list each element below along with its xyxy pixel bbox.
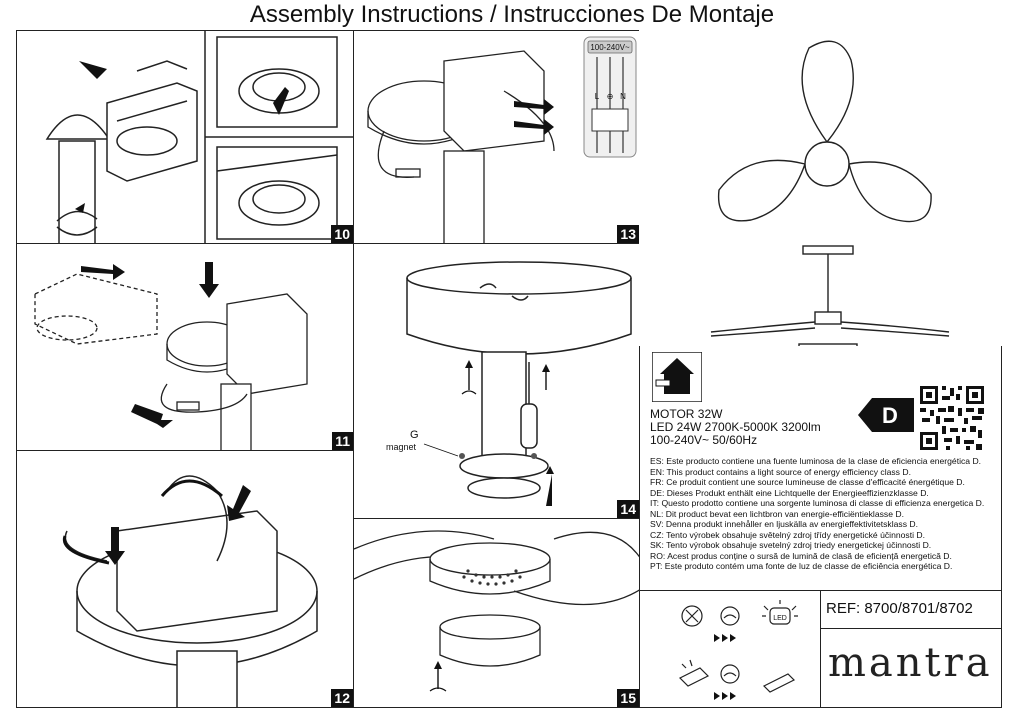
qr-code[interactable]: [918, 384, 986, 452]
energy-statement-it: IT: Questo prodotto contiene una sorgent…: [650, 498, 985, 508]
step-11-panel: 11: [16, 243, 354, 451]
step-14-illustration: G magnet: [386, 261, 632, 506]
brand-logo: mantra: [828, 640, 993, 686]
footer-vertical-divider: [820, 590, 821, 708]
step-10-illustration: [45, 31, 353, 243]
energy-statement-nl: NL: Dit product bevat een lichtbron van …: [650, 508, 904, 519]
bulb-icon: [681, 605, 703, 627]
step-number: 10: [331, 225, 353, 243]
led-spec: LED 24W 2700K-5000K 3200lm: [650, 420, 821, 434]
energy-class-letter: D: [882, 403, 898, 428]
ref-divider: [820, 628, 1002, 629]
energy-statement-es: ES: Este producto contiene una fuente lu…: [650, 456, 982, 466]
energy-statement-ro: RO: Acest produs conține o sursă de lumi…: [650, 550, 952, 561]
step-number: 14: [617, 500, 639, 518]
g-label: G: [410, 429, 419, 441]
energy-statement-fr: FR: Ce produit contient une source lumin…: [650, 477, 965, 487]
magnet-label: magnet: [386, 442, 417, 452]
step-12-illustration: [62, 475, 318, 707]
fan-drawing: [710, 40, 950, 346]
energy-statement-cz: CZ: Tento výrobek obsahuje světelný zdro…: [650, 529, 925, 540]
product-drawing-panel: [639, 30, 1002, 346]
house-info-icon: [652, 352, 702, 402]
product-reference: REF: 8700/8701/8702: [826, 600, 973, 617]
recycle-person-icon: [720, 606, 740, 626]
step-number: 11: [332, 432, 353, 450]
ref-codes: 8700/8701/8702: [864, 600, 973, 617]
step-number: 15: [617, 689, 639, 707]
step-12-panel: 12: [16, 450, 354, 708]
step-13-illustration: 100-240V~ L ⊕ N: [367, 36, 637, 243]
terminal-l: L: [595, 92, 600, 101]
voltage-label: 100-240V~: [590, 43, 630, 52]
energy-statement-en: EN: This product contains a light source…: [650, 466, 911, 477]
step-number: 12: [331, 689, 353, 707]
step-number: 13: [617, 225, 639, 243]
energy-statement-sk: SK: Tento výrobok obsahuje svetelný zdro…: [650, 540, 932, 550]
step-15-panel: 15: [353, 518, 640, 708]
motor-spec: MOTOR 32W: [650, 407, 723, 421]
energy-class-badge: D: [858, 398, 914, 432]
disposal-icons: LED: [678, 600, 798, 700]
page-title: Assembly Instructions / Instrucciones De…: [249, 1, 775, 28]
voltage-spec: 100-240V~ 50/60Hz: [650, 433, 758, 447]
ref-label: REF:: [826, 600, 861, 617]
terminal-n: N: [620, 92, 626, 101]
step-11-illustration: [34, 262, 308, 450]
energy-statement-sv: SV: Denna produkt innehåller en ljuskäll…: [650, 519, 918, 529]
step-13-panel: 100-240V~ L ⊕ N 13: [353, 30, 640, 244]
spec-block: MOTOR 32W LED 24W 2700K-5000K 3200lm 100…: [650, 408, 821, 447]
step-14-panel: G magnet 14: [353, 243, 640, 519]
energy-statement-pt: PT: Este produto contém uma fonte de luz…: [650, 561, 953, 571]
step-15-illustration: [354, 530, 639, 692]
energy-statement-de: DE: Dieses Produkt enthält eine Lichtque…: [650, 487, 929, 498]
energy-statements: ES: Este producto contiene una fuente lu…: [650, 456, 996, 572]
step-10-panel: 10: [16, 30, 354, 244]
battery-icon: [678, 667, 710, 687]
led-icon-label: LED: [773, 615, 787, 622]
terminal-earth: ⊕: [607, 92, 614, 101]
